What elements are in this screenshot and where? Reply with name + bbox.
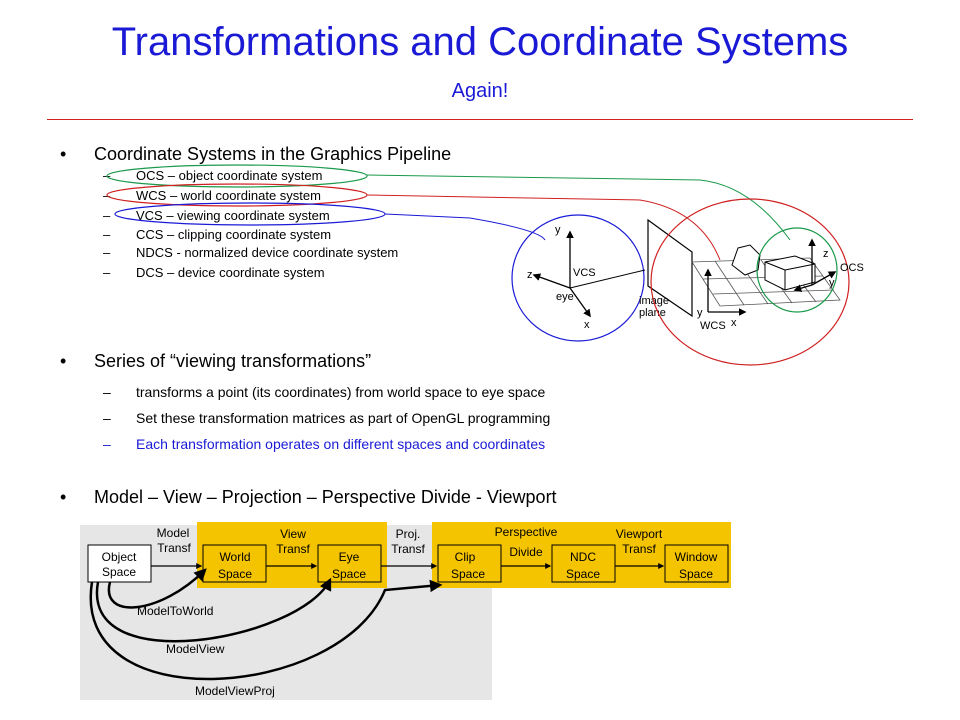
dash-marker: –: [103, 410, 111, 426]
vcs-circle: [511, 214, 645, 342]
ocs-label: OCS: [840, 262, 864, 274]
view-band: [197, 522, 387, 588]
sub-item-text: transforms a point (its coordinates) fro…: [136, 384, 546, 400]
ndc-space-label-1: NDC: [570, 550, 596, 564]
ocs-y-axis: [793, 284, 813, 292]
proj-transf-label-2: Transf: [391, 542, 425, 556]
model-view-label: ModelView: [166, 642, 225, 656]
vcs-y-label: y: [555, 224, 561, 236]
eye-space-box: [317, 544, 382, 583]
sub-item-text: DCS – device coordinate system: [136, 265, 325, 280]
ocs-y-label: y: [829, 277, 835, 289]
view-direction-line: [569, 269, 646, 289]
perspective-divide-label-1: Perspective: [495, 525, 558, 539]
ocs-z-label: z: [823, 248, 829, 260]
slide-subtitle: Again!: [451, 80, 509, 102]
object-space-label-1: Object: [102, 550, 137, 564]
bullet-text: Coordinate Systems in the Graphics Pipel…: [94, 144, 452, 164]
vcs-x-axis: [569, 287, 591, 318]
dash-marker: –: [103, 208, 111, 223]
ground-grid: [691, 257, 841, 307]
dash-marker: –: [103, 265, 111, 280]
ocs-connector: [366, 174, 791, 241]
model-transf-label-1: Model: [157, 526, 190, 540]
world-space-label-2: Space: [218, 567, 252, 581]
sphere-object: [731, 244, 761, 276]
dash-marker: –: [103, 436, 111, 452]
world-space-label-1: World: [219, 550, 250, 564]
sub-item-text: Each transformation operates on differen…: [136, 436, 546, 452]
sub-item-text: Set these transformation matrices as par…: [136, 410, 551, 426]
model-view-proj-label: ModelViewProj: [195, 684, 275, 698]
wcs-circle: [650, 198, 850, 366]
bullet-text: Series of “viewing transformations”: [94, 351, 372, 371]
model-transf-label-2: Transf: [157, 541, 191, 555]
bullet-text: Model – View – Projection – Perspective …: [94, 487, 557, 507]
dash-marker: –: [103, 168, 111, 183]
clip-space-box: [437, 544, 502, 583]
wcs-y-label: y: [697, 307, 703, 319]
sub-item-text: NDCS - normalized device coordinate syst…: [136, 245, 399, 260]
perspective-divide-label-2: Divide: [509, 545, 543, 559]
clip-space-label-2: Space: [451, 567, 485, 581]
pipeline-backdrop: [80, 525, 492, 700]
world-space-box: [202, 544, 267, 583]
vcs-x-label: x: [584, 319, 590, 331]
model-to-world-curve: [107, 568, 207, 609]
eye-space-label-1: Eye: [339, 550, 360, 564]
eye-space-label-2: Space: [332, 567, 366, 581]
bullet-marker: •: [60, 144, 67, 164]
wcs-connector: [366, 194, 721, 261]
viewport-transf-label-2: Transf: [622, 542, 656, 556]
dash-marker: –: [103, 245, 111, 260]
bullet-marker: •: [60, 487, 67, 507]
model-to-world-label: ModelToWorld: [137, 604, 213, 618]
sub-item-text: VCS – viewing coordinate system: [136, 208, 330, 223]
sub-item-text: WCS – world coordinate system: [136, 188, 321, 203]
model-view-curve: [95, 577, 332, 643]
ocs-circle: [756, 227, 838, 313]
dash-marker: –: [103, 188, 111, 203]
wcs-x-label: x: [731, 317, 737, 329]
view-transf-label-2: Transf: [276, 542, 310, 556]
window-space-label-2: Space: [679, 567, 713, 581]
sub-item-text: CCS – clipping coordinate system: [136, 227, 332, 242]
dash-marker: –: [103, 384, 111, 400]
window-space-label-1: Window: [675, 550, 718, 564]
bullet-marker: •: [60, 351, 67, 371]
ndc-space-box: [551, 544, 616, 583]
clip-space-label-1: Clip: [455, 550, 476, 564]
dash-marker: –: [103, 227, 111, 242]
view-transf-label-1: View: [280, 527, 306, 541]
eye-label: eye: [556, 291, 574, 303]
box-object: [764, 255, 816, 291]
title-divider: [47, 119, 913, 120]
slide-title: Transformations and Coordinate Systems: [111, 20, 849, 64]
viewport-transf-label-1: Viewport: [616, 527, 663, 541]
vcs-z-axis: [532, 273, 571, 289]
ocs-x-axis: [811, 271, 837, 286]
object-space-box: [87, 544, 152, 583]
object-space-label-2: Space: [102, 565, 136, 579]
model-view-proj-curve: [89, 579, 443, 681]
vcs-connector: [384, 213, 546, 241]
image-plane: [647, 218, 693, 318]
image-plane-label-2: plane: [639, 307, 666, 319]
vcs-z-label: z: [527, 269, 533, 281]
vcs-label: VCS: [573, 267, 596, 279]
proj-transf-label-1: Proj.: [396, 527, 421, 541]
ndc-space-label-2: Space: [566, 567, 600, 581]
wcs-label: WCS: [700, 320, 726, 332]
window-space-box: [664, 544, 729, 583]
clip-band: [432, 522, 731, 588]
sub-item-text: OCS – object coordinate system: [136, 168, 323, 183]
image-plane-label-1: image: [639, 295, 669, 307]
